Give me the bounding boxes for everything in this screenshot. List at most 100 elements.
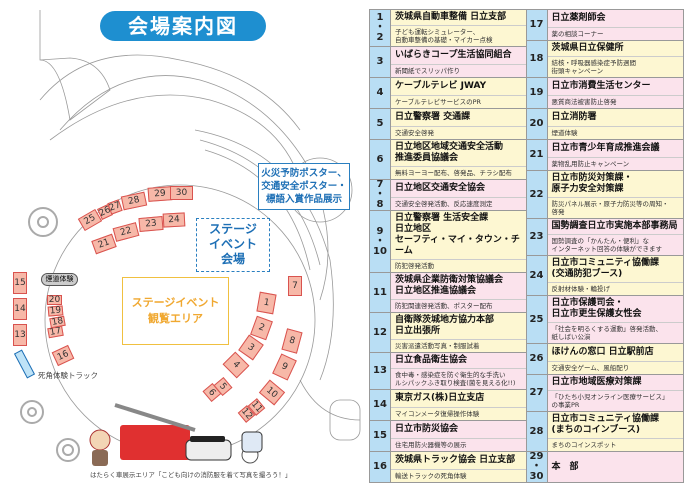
booth-number: 19 bbox=[526, 78, 548, 108]
organization-name: 日立市防災協会 bbox=[395, 424, 459, 434]
activity-description: 交通安全啓発 bbox=[391, 126, 526, 139]
booth-29: 29 bbox=[147, 186, 173, 202]
booth-number: 4 bbox=[370, 78, 391, 108]
booth-19: 19 bbox=[47, 305, 64, 317]
booth-number: 18 bbox=[526, 41, 548, 77]
poster-exhibit-label: 火災予防ポスター、 交通安全ポスター・ 標語入賞作品展示 bbox=[258, 163, 350, 210]
activity-description: ケーブルテレビサービスのPR bbox=[391, 95, 526, 108]
activity-description: 反射材体験・輪投げ bbox=[547, 282, 683, 295]
organization-name: 日立市防災対策課・ 原子力安全対策課 bbox=[551, 173, 633, 194]
organization-name: いばらきコープ生活協同組合 bbox=[395, 50, 512, 60]
booth-24: 24 bbox=[162, 212, 186, 228]
activity-description: 防災パネル展示・原子力防災等の周知・ 啓発 bbox=[547, 197, 683, 218]
table-row: 4 ケーブルテレビ JWAY ケーブルテレビサービスのPR bbox=[370, 78, 526, 109]
map-title: 会場案内図 bbox=[100, 11, 266, 41]
table-row: 20 日立消防署煙道体験 bbox=[526, 109, 683, 140]
organization-name: 茨城県日立保健所 bbox=[551, 43, 624, 53]
viewing-area: ステージイベント 観覧エリア bbox=[122, 277, 229, 345]
booth-30: 30 bbox=[170, 186, 193, 200]
booth-number: 20 bbox=[526, 109, 548, 139]
booth-number: 17 bbox=[526, 10, 548, 40]
vehicles bbox=[89, 403, 263, 466]
table-row: 17 日立薬剤師会薬の相談コーナー bbox=[526, 10, 683, 41]
table-row: 19 日立市消費生活センター悪質商法被害防止啓発 bbox=[526, 78, 683, 109]
organization-name: 自衛隊茨城地方協力本部 日立出張所 bbox=[395, 315, 495, 336]
booth-number: 25 bbox=[526, 296, 548, 343]
table-row: 29 ・ 30 本 部 bbox=[526, 452, 683, 482]
table-row: 24 日立市コミュニティ協働課 (交通防犯ブース)反射材体験・輪投げ bbox=[526, 256, 683, 296]
booth-number: 21 bbox=[526, 140, 548, 170]
table-row: 28 日立市コミュニティ協働課 (まちのコインブース)まちのコインスポット bbox=[526, 412, 683, 452]
booth-number: 5 bbox=[370, 109, 391, 139]
booth-1: 1 bbox=[256, 291, 277, 315]
organization-name: 本 部 bbox=[551, 461, 579, 472]
table-row: 22 日立市防災対策課・ 原子力安全対策課防災パネル展示・原子力防災等の周知・ … bbox=[526, 171, 683, 219]
booth-number: 27 bbox=[526, 375, 548, 411]
activity-description: 「ひたち小児オンライン医療サービス」 の事業PR bbox=[547, 390, 683, 411]
organization-name: 日立市保護司会・ 日立市更生保護女性会 bbox=[551, 298, 642, 319]
table-row: 25 日立市保護司会・ 日立市更生保護女性会「社会を明るくする運動」啓発活動、 … bbox=[526, 296, 683, 344]
activity-description: 子ども運転シミュレーター、 自動車整備の基礎・マイカー点検 bbox=[391, 25, 526, 46]
stage-event-area: ステージ イベント 会場 bbox=[196, 218, 270, 272]
booth-number: 24 bbox=[526, 256, 548, 295]
booth-number: 1 ・ 2 bbox=[370, 10, 391, 46]
map-lines bbox=[20, 10, 361, 466]
venue-map: 会場案内図 火災予防ポスター、 交通安全ポスター・ 標語入賞作品展示 ステージ … bbox=[13, 10, 361, 479]
activity-description: 交通安全啓発活動、反応速度測定 bbox=[391, 197, 526, 210]
table-row: 23 国勢調査日立市実施本部事務局国勢調査の「かんたん・便利」な インターネット… bbox=[526, 219, 683, 256]
organization-name: 茨城県自動車整備 日立支部 bbox=[395, 12, 507, 22]
activity-description: 悪質商法被害防止啓発 bbox=[547, 95, 683, 108]
table-row: 15 日立市防災協会住宅用防火器機等の展示 bbox=[370, 421, 526, 452]
booth-number: 14 bbox=[370, 390, 391, 420]
activity-description: 煙道体験 bbox=[547, 126, 683, 139]
table-row: 11 茨城県企業防衛対策協議会 日立地区推進協議会防犯関連啓発活動、ポスター配布 bbox=[370, 273, 526, 313]
booth-number: 28 bbox=[526, 412, 548, 451]
booth-number: 26 bbox=[526, 344, 548, 374]
table-row: 5 日立警察署 交通課交通安全啓発 bbox=[370, 109, 526, 140]
organization-name: 日立市コミュニティ協働課 (まちのコインブース) bbox=[551, 414, 659, 435]
booth-number: 6 bbox=[370, 140, 391, 179]
table-row: 12 自衛隊茨城地方協力本部 日立出張所災害派遣活動写真・制服試着 bbox=[370, 313, 526, 353]
table-row: 7 ・ 8 日立地区交通安全協会交通安全啓発活動、反応速度測定 bbox=[370, 180, 526, 211]
activity-description: 薬物乱用防止キャンペーン bbox=[547, 157, 683, 170]
organization-name: 日立市消費生活センター bbox=[551, 81, 651, 91]
organization-name: 日立地区交通安全協会 bbox=[395, 183, 486, 193]
organization-name: 日立薬剤師会 bbox=[551, 13, 606, 23]
activity-description: 輸送トラックの死角体験 bbox=[391, 469, 526, 482]
booth-15: 15 bbox=[13, 272, 27, 294]
booth-13: 13 bbox=[13, 324, 27, 346]
activity-description: 「社会を明るくする運動」啓発活動、 紙しばい公演 bbox=[547, 322, 683, 343]
booth-number: 22 bbox=[526, 171, 548, 218]
organization-name: 日立警察署 生活安全課 日立地区 セーフティ・マイ・タウン・チーム bbox=[395, 213, 520, 256]
organization-name: 日立市地域医療対策課 bbox=[551, 377, 642, 387]
organization-name: 日立食品衛生協会 bbox=[395, 355, 468, 365]
table-row: 14 東京ガス(株)日立支店マイコンメータ復帰操作体験 bbox=[370, 390, 526, 421]
table-row: 16 茨城県トラック協会 日立支部輸送トラックの死角体験 bbox=[370, 452, 526, 482]
table-row: 21 日立市青少年育成推進会議薬物乱用防止キャンペーン bbox=[526, 140, 683, 171]
organization-name: 茨城県トラック協会 日立支部 bbox=[395, 455, 516, 465]
organization-name: ケーブルテレビ JWAY bbox=[395, 81, 487, 91]
organization-name: 日立警察署 交通課 bbox=[395, 112, 471, 122]
booth-number: 23 bbox=[526, 219, 548, 255]
activity-description: 住宅用防火器機等の展示 bbox=[391, 438, 526, 451]
table-left-column: 1 ・ 2 茨城県自動車整備 日立支部子ども運転シミュレーター、 自動車整備の基… bbox=[370, 10, 527, 482]
booth-number: 9 ・ 10 bbox=[370, 211, 391, 272]
table-row: 6 日立地区地域交通安全活動 推進委員協議会無料ヨーヨー配布、啓発品、チラシ配布 bbox=[370, 140, 526, 180]
booth-number: 7 ・ 8 bbox=[370, 180, 391, 210]
booth-20: 20 bbox=[47, 295, 62, 305]
table-row: 18 茨城県日立保健所結核・呼吸器感染症予防週間 街頭キャンペーン bbox=[526, 41, 683, 78]
exhibitor-table: 1 ・ 2 茨城県自動車整備 日立支部子ども運転シミュレーター、 自動車整備の基… bbox=[369, 9, 684, 483]
activity-description: 食中毒・感染症を防ぐ衛生的な手洗い ルシパックふき取り検査(菌を見える化!!) bbox=[391, 368, 526, 389]
booth-23: 23 bbox=[138, 215, 164, 233]
table-row: 13 日立食品衛生協会食中毒・感染症を防ぐ衛生的な手洗い ルシパックふき取り検査… bbox=[370, 353, 526, 390]
booth-number: 15 bbox=[370, 421, 391, 451]
organization-name: 国勢調査日立市実施本部事務局 bbox=[551, 221, 678, 231]
organization-name: 茨城県企業防衛対策協議会 日立地区推進協議会 bbox=[395, 275, 504, 296]
smoke-experience-label: 煙道体験 bbox=[41, 273, 78, 286]
booth-number: 13 bbox=[370, 353, 391, 389]
organization-name: ほけんの窓口 日立駅前店 bbox=[551, 347, 654, 357]
booth-14: 14 bbox=[13, 298, 27, 320]
booth-number: 16 bbox=[370, 452, 391, 482]
track-label: 死角体験トラック bbox=[38, 371, 98, 380]
